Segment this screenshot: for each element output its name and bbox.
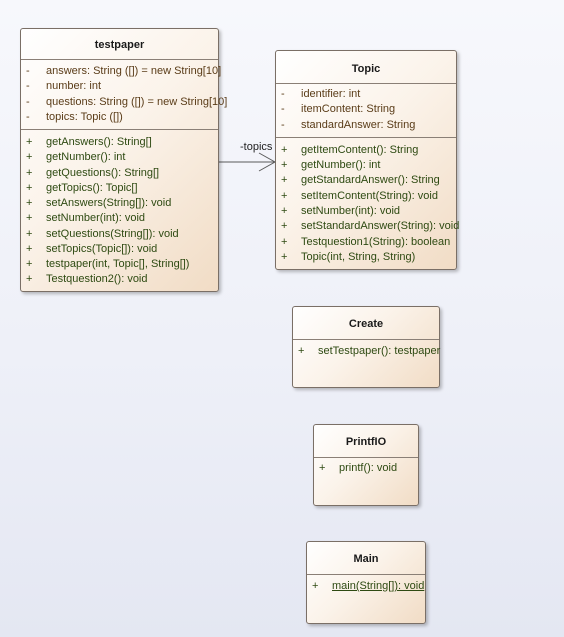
operation-row: +testpaper(int, Topic[], String[]) [26,258,190,270]
operation-row: +setStandardAnswer(String): void [281,220,460,232]
operation-row: +setNumber(int): void [26,212,146,224]
class-main[interactable]: Main +main(String[]): void [306,541,426,624]
class-divider [21,59,218,60]
association-label-topics: -topics [240,141,273,153]
operation-row: +setQuestions(String[]): void [26,228,179,240]
operation-row: +Topic(int, String, String) [281,251,416,263]
class-divider [314,457,418,458]
class-divider [307,574,425,575]
class-name-testpaper: testpaper [94,39,145,51]
operation-row: +setTopics(Topic[]): void [26,243,158,255]
attribute-row: -number: int [26,80,102,92]
static-operation: main(String[]): void [332,580,425,592]
operation-row: +getNumber(): int [26,151,126,163]
class-divider [21,129,218,130]
attribute-row: -questions: String ([]) = new String[10] [26,96,228,108]
class-divider [293,339,439,340]
class-divider [276,137,456,138]
attribute-row: -identifier: int [281,88,361,100]
class-name-printfio: PrintfIO [345,436,387,448]
operation-row: +getStandardAnswer(): String [281,174,440,186]
class-testpaper[interactable]: testpaper -answers: String ([]) = new St… [20,28,227,292]
class-printfio[interactable]: PrintfIO +printf(): void [313,424,419,506]
operation-row: +setNumber(int): void [281,205,401,217]
operation-row: +getQuestions(): String[] [26,167,160,179]
attribute-row: -answers: String ([]) = new String[10] [26,65,222,77]
class-create[interactable]: Create +setTestpaper(): testpaper [292,306,440,388]
class-name-create: Create [348,318,384,330]
operation-row: +printf(): void [319,462,398,474]
attribute-row: -topics: Topic ([]) [26,111,123,123]
class-divider [276,83,456,84]
attribute-row: -standardAnswer: String [281,119,416,131]
operation-row: +setItemContent(String): void [281,190,438,202]
operation-row: +getNumber(): int [281,159,381,171]
operation-row: +getAnswers(): String[] [26,136,152,148]
class-name-topic: Topic [351,63,381,75]
class-name-main: Main [353,553,379,565]
operation-row: +getItemContent(): String [281,144,419,156]
operation-row: +setTestpaper(): testpaper [298,345,441,357]
operation-row: +main(String[]): void [312,580,425,592]
operation-row: +Testquestion2(): void [26,273,148,285]
operation-row: +setAnswers(String[]): void [26,197,172,209]
operation-row: +getTopics(): Topic[] [26,182,138,194]
attribute-row: -itemContent: String [281,103,396,115]
class-topic[interactable]: Topic -identifier: int -itemContent: Str… [275,50,460,270]
operation-row: +Testquestion1(String): boolean [281,236,451,248]
